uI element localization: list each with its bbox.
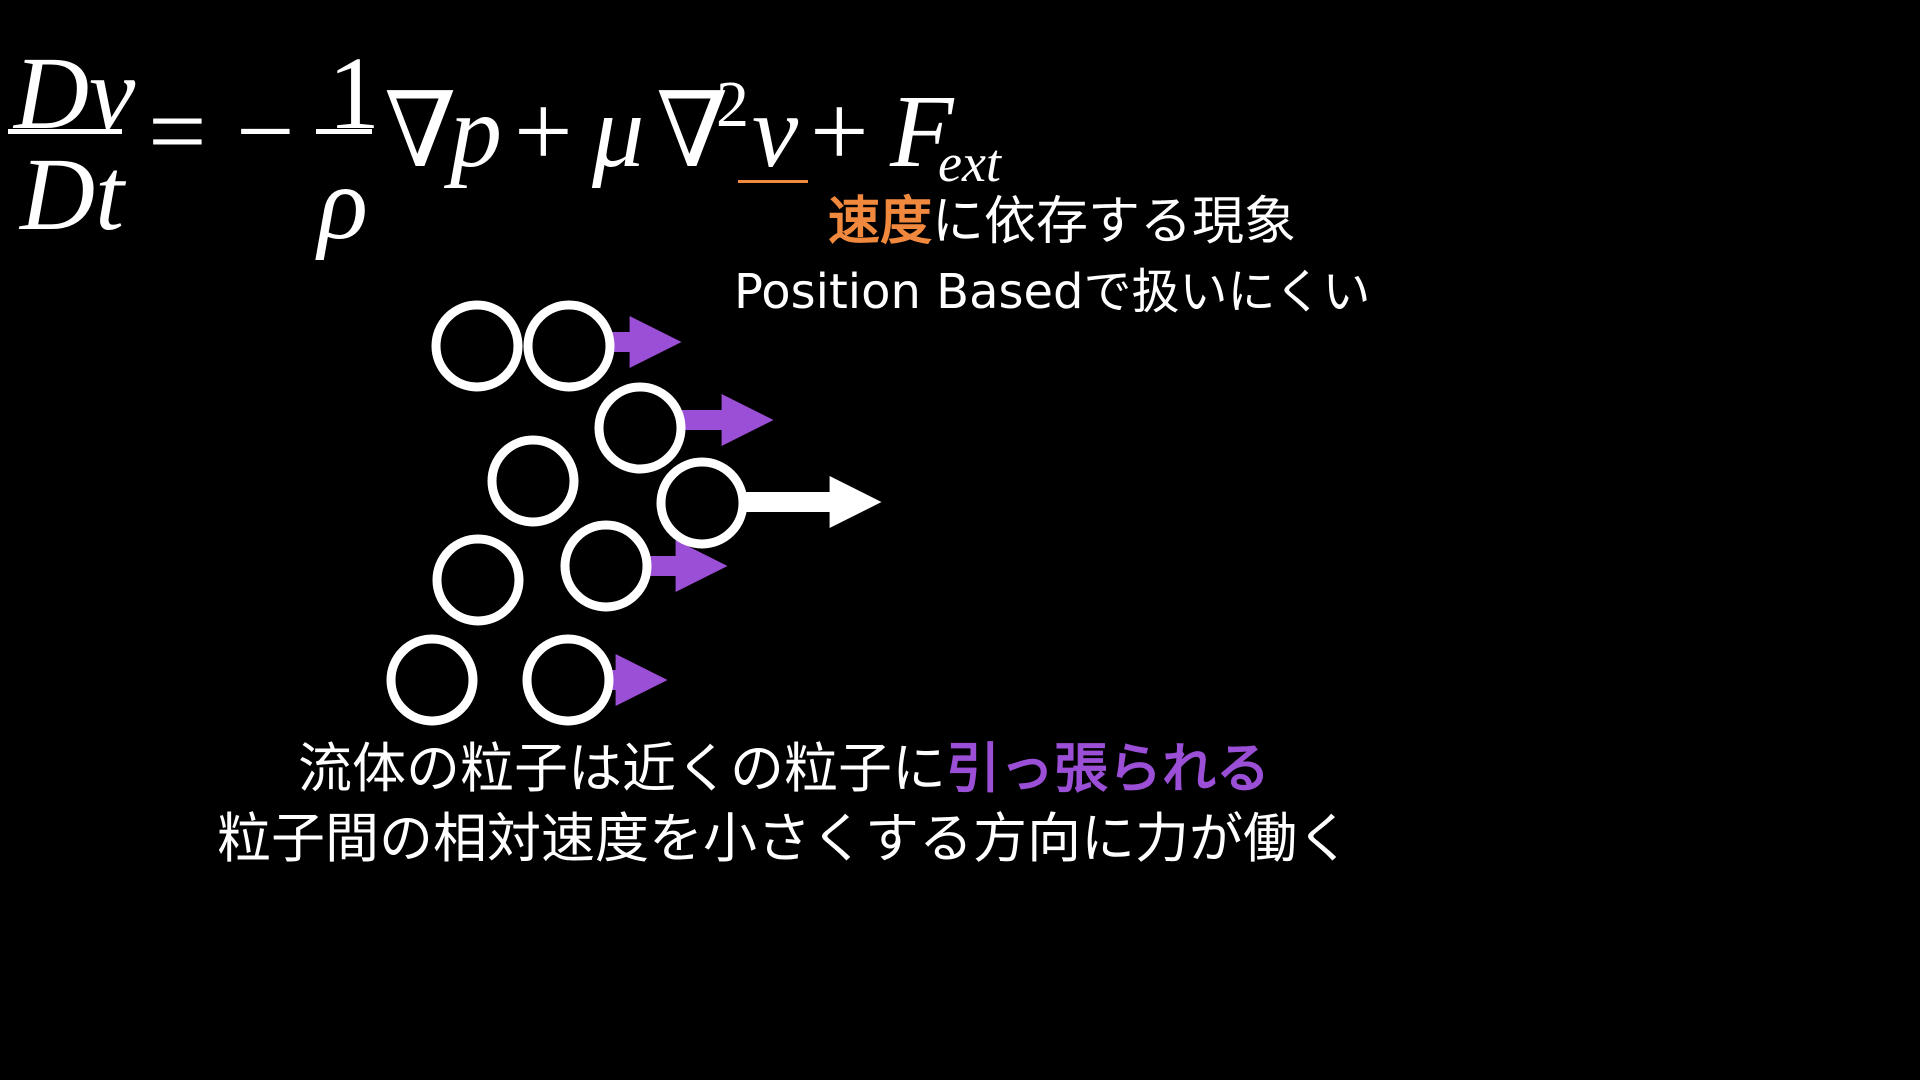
particle	[560, 520, 652, 612]
particle	[523, 300, 615, 392]
particle	[487, 435, 579, 527]
lhs-fraction-bar	[8, 129, 122, 134]
frac-numerator: 1	[328, 36, 380, 151]
caption-line-1-prefix: 流体の粒子は近くの粒子に	[298, 737, 946, 800]
velocity-underline	[738, 180, 808, 183]
viscosity-symbol: μ	[592, 74, 645, 189]
pressure-symbol: p	[450, 74, 502, 189]
rho-fraction-bar	[316, 129, 372, 134]
laplacian-exponent: 2	[716, 68, 749, 141]
plus-sign-1: +	[514, 74, 573, 189]
particle	[594, 382, 686, 474]
equals-sign: =	[148, 74, 207, 189]
particle	[432, 534, 524, 626]
laplacian-nabla-symbol: ∇	[656, 74, 729, 189]
plus-sign-2: +	[810, 74, 869, 189]
frac-denominator: ρ	[318, 146, 368, 261]
particle	[656, 457, 748, 549]
lhs-denominator: Dt	[20, 137, 124, 252]
pulled-keyword: 引っ張られる	[946, 737, 1270, 800]
caption-line-2: 粒子間の相対速度を小さくする方向に力が働く	[217, 807, 1351, 870]
velocity-symbol: v	[752, 74, 799, 189]
position-based-note: Position Basedで扱いにくい	[734, 264, 1371, 320]
external-force-symbol: F	[890, 74, 954, 189]
lhs-numerator: Dv	[14, 36, 136, 151]
velocity-annotation-rest: に依存する現象	[932, 192, 1297, 252]
velocity-annotation: 速度に依存する現象	[828, 196, 1296, 248]
caption-line-1: 流体の粒子は近くの粒子に引っ張られる	[0, 742, 1568, 796]
particle	[522, 634, 614, 726]
external-force-subscript: ext	[938, 133, 1001, 193]
particle	[386, 634, 478, 726]
nabla-symbol: ∇	[384, 74, 457, 189]
velocity-keyword: 速度	[828, 192, 933, 252]
minus-sign: −	[236, 74, 295, 189]
particle	[431, 300, 523, 392]
